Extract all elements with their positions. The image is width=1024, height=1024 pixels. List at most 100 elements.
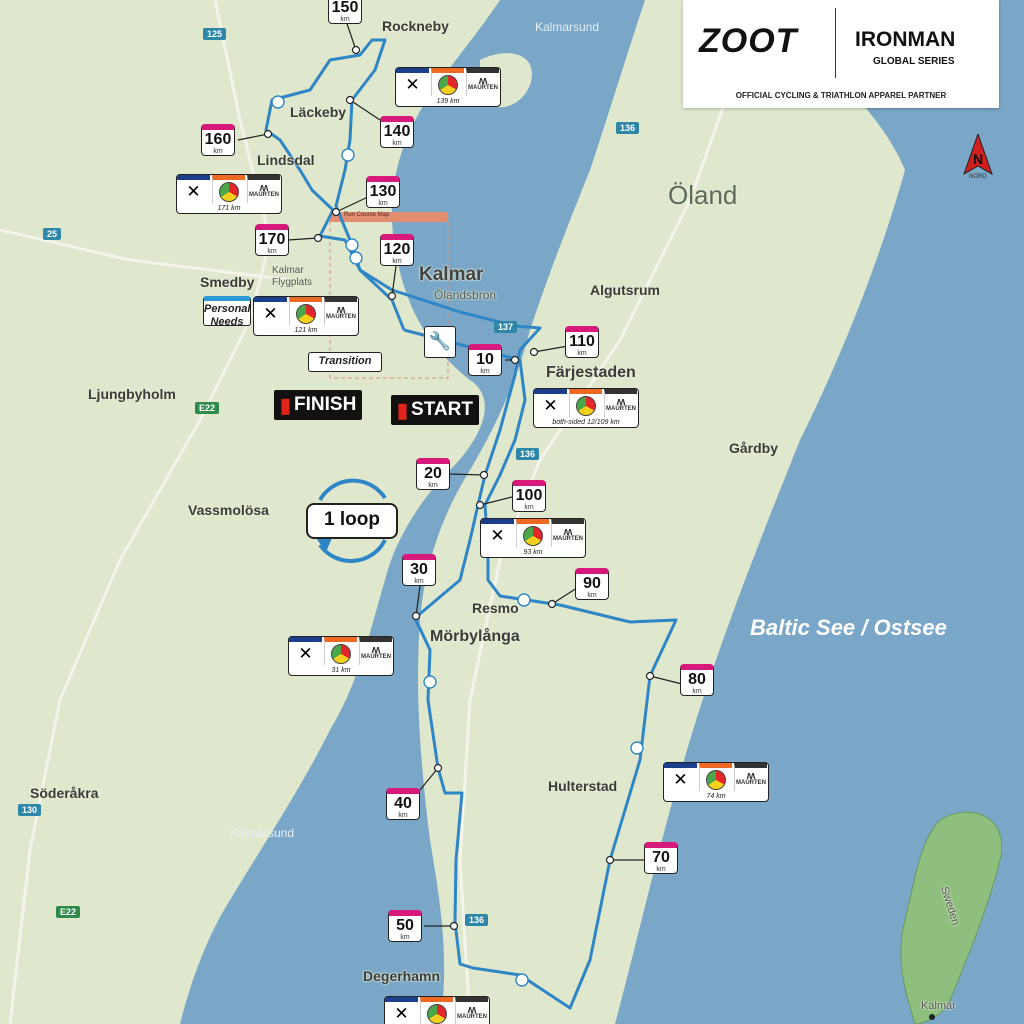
place-morbylanga: Mörbylånga	[430, 628, 520, 645]
road-badge: 136	[465, 914, 489, 926]
place-lindsdal: Lindsdal	[257, 152, 315, 168]
place-resmo: Resmo	[472, 600, 519, 616]
fork-knife-icon: ✕	[177, 175, 210, 203]
transition-label: Transition	[308, 352, 382, 372]
loop-arrows-icon	[316, 478, 387, 563]
north-arrow-icon: N NORD	[962, 132, 994, 186]
partner-caption: OFFICIAL CYCLING & TRIATHLON APPAREL PAR…	[735, 91, 947, 100]
personal-needs-label: Personal Needs	[203, 296, 251, 328]
fork-knife-icon: ✕	[664, 763, 697, 791]
fork-knife-icon: ✕	[396, 68, 429, 96]
zoot-logo: ZOOT	[699, 22, 798, 60]
oland-island	[418, 0, 905, 1024]
wrench-icon: 🔧	[424, 326, 456, 358]
place-vassmolosa: Vassmolösa	[188, 502, 269, 518]
place-rockneby: Rockneby	[382, 18, 449, 34]
road-badge: 25	[43, 228, 62, 240]
road-badge: 137	[494, 321, 518, 333]
place-smedby: Smedby	[200, 274, 255, 290]
sea-label: Baltic See / Ostsee	[750, 615, 947, 640]
run-course-map-label: Run Course Map	[344, 212, 390, 218]
fork-knife-icon: ✕	[534, 389, 567, 417]
loop-badge: 1 loop	[306, 503, 398, 539]
inset-kalmar-dot	[929, 1014, 935, 1020]
ironman-m-icon: ▮	[280, 394, 292, 417]
sponsor-logo-panel: ZOOT IRONMAN GLOBAL SERIES OFFICIAL CYCL…	[683, 0, 999, 108]
inset-label-kalmar: Kalmar	[921, 1000, 956, 1012]
place-algutsrum: Algutsrum	[590, 282, 660, 298]
sweden-inset	[900, 811, 1003, 1024]
place-lackeby: Läckeby	[290, 104, 347, 120]
place-soderakra: Söderåkra	[30, 785, 99, 801]
drink-icon	[576, 395, 596, 416]
finish-banner: ▮FINISH	[274, 390, 363, 420]
place-ljungbyholm: Ljungbyholm	[88, 386, 176, 402]
drink-icon	[331, 643, 351, 664]
global-series-label: GLOBAL SERIES	[873, 56, 955, 67]
mainland	[0, 0, 500, 1024]
road-badge: E22	[195, 402, 220, 414]
place-olandsbron: Ölandsbron	[434, 288, 497, 302]
ironman-logo: IRONMAN	[855, 28, 956, 51]
drink-icon	[706, 769, 726, 790]
drink-icon	[438, 74, 458, 95]
road-badge: E22	[56, 906, 81, 918]
logo-divider	[835, 8, 836, 78]
road-badge: 136	[616, 122, 640, 134]
fork-knife-icon: ✕	[254, 297, 287, 325]
fork-knife-icon: ✕	[385, 997, 418, 1024]
fork-knife-icon: ✕	[289, 637, 322, 665]
ironman-m-icon: ▮	[397, 399, 409, 422]
place-kalmar-flygplats: Kalmar Flygplats	[272, 265, 313, 288]
place-gardby: Gårdby	[729, 440, 779, 456]
fork-knife-icon: ✕	[481, 519, 514, 547]
svg-text:N: N	[973, 151, 983, 167]
start-banner: ▮START	[391, 395, 479, 425]
road-25	[0, 228, 291, 282]
road-e22	[8, 0, 272, 1024]
place-kalmar: Kalmar	[419, 264, 484, 285]
water-kalmarsund-top: Kalmarsund	[535, 20, 600, 34]
drink-icon	[296, 303, 316, 324]
place-oland: Öland	[668, 180, 738, 210]
road-badge: 136	[516, 448, 540, 460]
water-kalmarsund-bottom: Kalmarsund	[230, 826, 295, 840]
drink-icon	[219, 181, 239, 202]
run-course-header	[330, 212, 448, 222]
place-degerhamn: Degerhamn	[363, 968, 441, 984]
